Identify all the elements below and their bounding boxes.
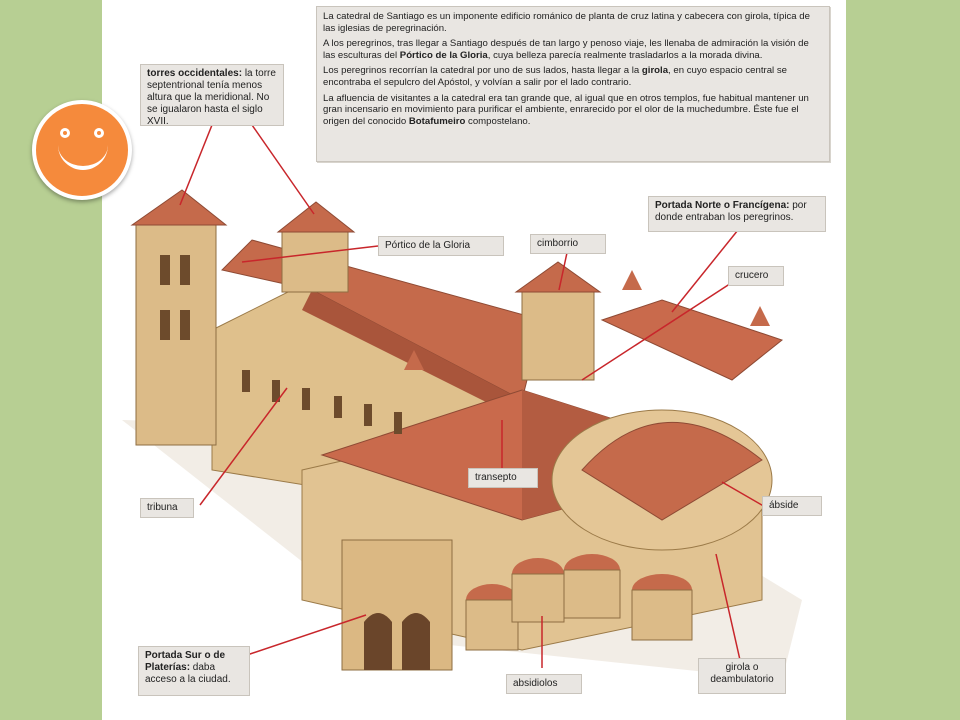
smiley-left-eye: [60, 128, 70, 138]
south-portal: [341, 539, 453, 671]
callout-absidiolos: absidiolos: [506, 674, 582, 694]
callout-abside: ábside: [762, 496, 822, 516]
tower-north: [281, 231, 349, 293]
tower-south-roof: [130, 189, 228, 226]
smiley-right-eye: [94, 128, 104, 138]
callout-tribuna: tribuna: [140, 498, 194, 518]
intro-paragraph-2: A los peregrinos, tras llegar a Santiago…: [323, 38, 809, 61]
tower-north-roof: [276, 201, 356, 233]
intro-paragraph-4: La afluencia de visitantes a la catedral…: [323, 92, 809, 127]
nave-windows: [242, 370, 402, 434]
cimborrio-body: [521, 289, 595, 381]
smiley-face-icon: [32, 100, 132, 200]
cathedral-infographic: La catedral de Santiago es un imponente …: [102, 0, 846, 720]
callout-portada-sur: Portada Sur o de Platerías: daba acceso …: [138, 646, 250, 696]
cathedral-illustration: [122, 124, 802, 680]
intro-paragraph-3: Los peregrinos recorrían la catedral por…: [323, 65, 787, 88]
callout-crucero: crucero: [728, 266, 784, 286]
apsidioles-group: [465, 554, 693, 651]
intro-text-box: La catedral de Santiago es un imponente …: [316, 6, 830, 162]
callout-transepto: transepto: [468, 468, 538, 488]
tower-south: [135, 224, 217, 446]
callout-girola: girola o deambulatorio: [698, 658, 786, 694]
callout-portico-gloria: Pórtico de la Gloria: [378, 236, 504, 256]
smiley-mouth: [58, 144, 108, 170]
callout-cimborrio: cimborrio: [530, 234, 606, 254]
intro-paragraph-1: La catedral de Santiago es un imponente …: [323, 11, 810, 34]
north-arm-roof: [600, 299, 784, 381]
callout-torres-occidentales: torres occidentales: la torre septentrio…: [140, 64, 284, 127]
leader-lines: [179, 124, 768, 668]
callout-portada-norte: Portada Norte o Francígena: por donde en…: [648, 196, 826, 232]
cimborrio-roof: [514, 261, 602, 293]
apse-roof: [581, 422, 763, 521]
